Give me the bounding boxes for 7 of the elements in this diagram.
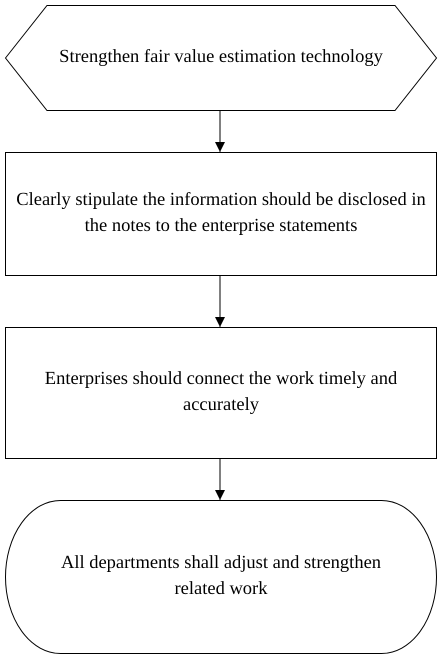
arrow	[215, 110, 225, 152]
node-text: Strengthen fair value estimation technology	[59, 46, 383, 70]
arrow	[215, 458, 225, 500]
arrow	[215, 276, 225, 328]
node-text: Clearly stipulate the information should be disclosed in the notes to the enterprise statements	[15, 189, 427, 238]
node-text: All departments shall adjust and strengthen related work	[60, 552, 382, 601]
node-text: Enterprises should connect the work timely and accurately	[44, 368, 398, 417]
